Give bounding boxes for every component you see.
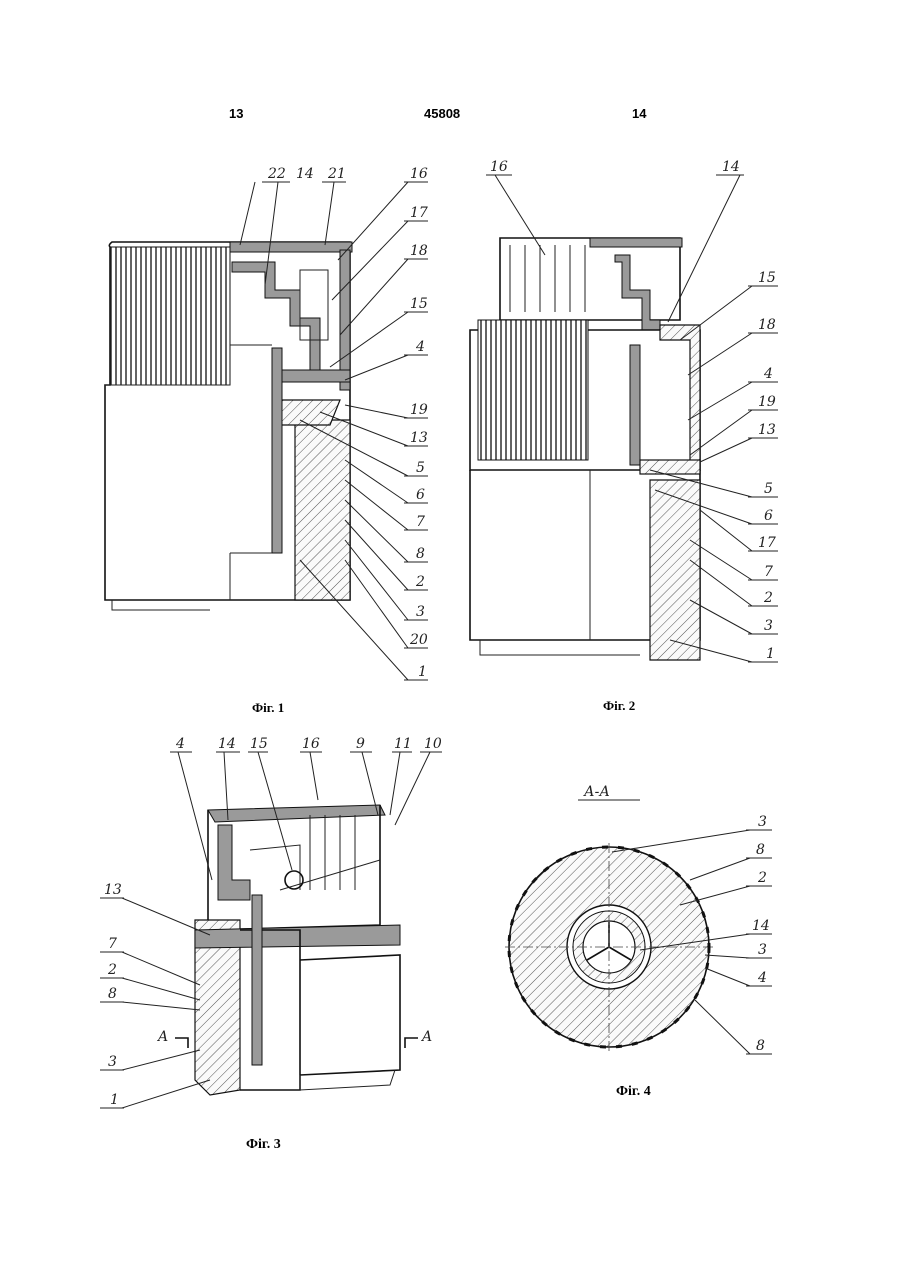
fig4-label-14: 14 (752, 918, 770, 934)
fig3-label-14: 14 (218, 736, 236, 752)
fig3-label-15: 15 (250, 736, 268, 752)
fig1-label-13: 13 (410, 430, 428, 446)
fig1-label-7: 7 (416, 514, 425, 530)
fig4-section-title: А-А (583, 784, 610, 800)
fig1-label-2: 2 (415, 574, 425, 590)
fig1-label-14: 14 (296, 166, 314, 182)
fig2-label-6: 6 (764, 508, 773, 524)
fig4-label-2: 2 (757, 870, 767, 886)
figure-4-caption: Фіг. 4 (616, 1084, 651, 1100)
fig2-label-5: 5 (764, 481, 773, 497)
fig3-label-7: 7 (108, 936, 117, 952)
figure-3-caption: Фіг. 3 (246, 1137, 281, 1153)
fig1-label-15: 15 (410, 296, 428, 312)
fig1-label-20: 20 (409, 632, 428, 648)
figure-3-drawing (175, 805, 418, 1095)
fig2-label-3: 3 (764, 618, 773, 634)
fig3-section-mark-left: A (156, 1029, 168, 1045)
fig2-label-19: 19 (758, 394, 776, 410)
figure-2-drawing (470, 238, 700, 660)
fig3-label-9: 9 (356, 736, 365, 752)
figure-2-caption: Фіг. 2 (603, 698, 635, 714)
fig3-label-1: 1 (110, 1092, 119, 1108)
fig1-label-21: 21 (327, 166, 346, 182)
fig3-label-13: 13 (104, 882, 122, 898)
fig4-label-3b: 3 (758, 942, 767, 958)
fig4-label-8: 8 (756, 842, 765, 858)
fig4-label-3: 3 (758, 814, 767, 830)
fig3-label-8: 8 (108, 986, 117, 1002)
fig1-label-17: 17 (410, 205, 428, 221)
fig2-label-2: 2 (763, 590, 773, 606)
figure-4-drawing (505, 843, 713, 1051)
fig3-label-4: 4 (175, 736, 185, 752)
fig2-label-1: 1 (766, 646, 775, 662)
fig1-label-6: 6 (416, 487, 425, 503)
fig3-label-3: 3 (108, 1054, 117, 1070)
fig1-label-16: 16 (410, 166, 428, 182)
fig1-label-3: 3 (416, 604, 425, 620)
figure-3-callouts: 4 14 15 16 9 11 10 13 7 2 8 A 3 1 A (104, 736, 442, 1108)
fig3-label-11: 11 (394, 736, 412, 752)
fig1-label-8: 8 (416, 546, 425, 562)
fig3-label-10: 10 (424, 736, 442, 752)
fig1-label-22: 22 (267, 166, 286, 182)
fig2-label-18: 18 (758, 317, 776, 333)
fig2-label-7: 7 (764, 564, 773, 580)
fig2-label-14: 14 (722, 159, 740, 175)
fig2-label-4: 4 (763, 366, 773, 382)
fig1-label-19: 19 (410, 402, 428, 418)
fig4-label-8b: 8 (756, 1038, 765, 1054)
fig2-label-13: 13 (758, 422, 776, 438)
fig3-label-2: 2 (107, 962, 117, 978)
fig3-label-16: 16 (302, 736, 320, 752)
fig2-label-16: 16 (490, 159, 508, 175)
figure-1-drawing (105, 242, 352, 610)
fig1-label-1: 1 (418, 664, 427, 680)
fig1-label-4: 4 (415, 339, 425, 355)
fig4-label-4: 4 (757, 970, 767, 986)
figure-1-caption: Фіг. 1 (252, 700, 284, 716)
fig2-label-15: 15 (758, 270, 776, 286)
fig1-label-18: 18 (410, 243, 428, 259)
fig2-label-17: 17 (758, 535, 776, 551)
fig3-section-mark-right: A (420, 1029, 432, 1045)
fig1-label-5: 5 (416, 460, 425, 476)
